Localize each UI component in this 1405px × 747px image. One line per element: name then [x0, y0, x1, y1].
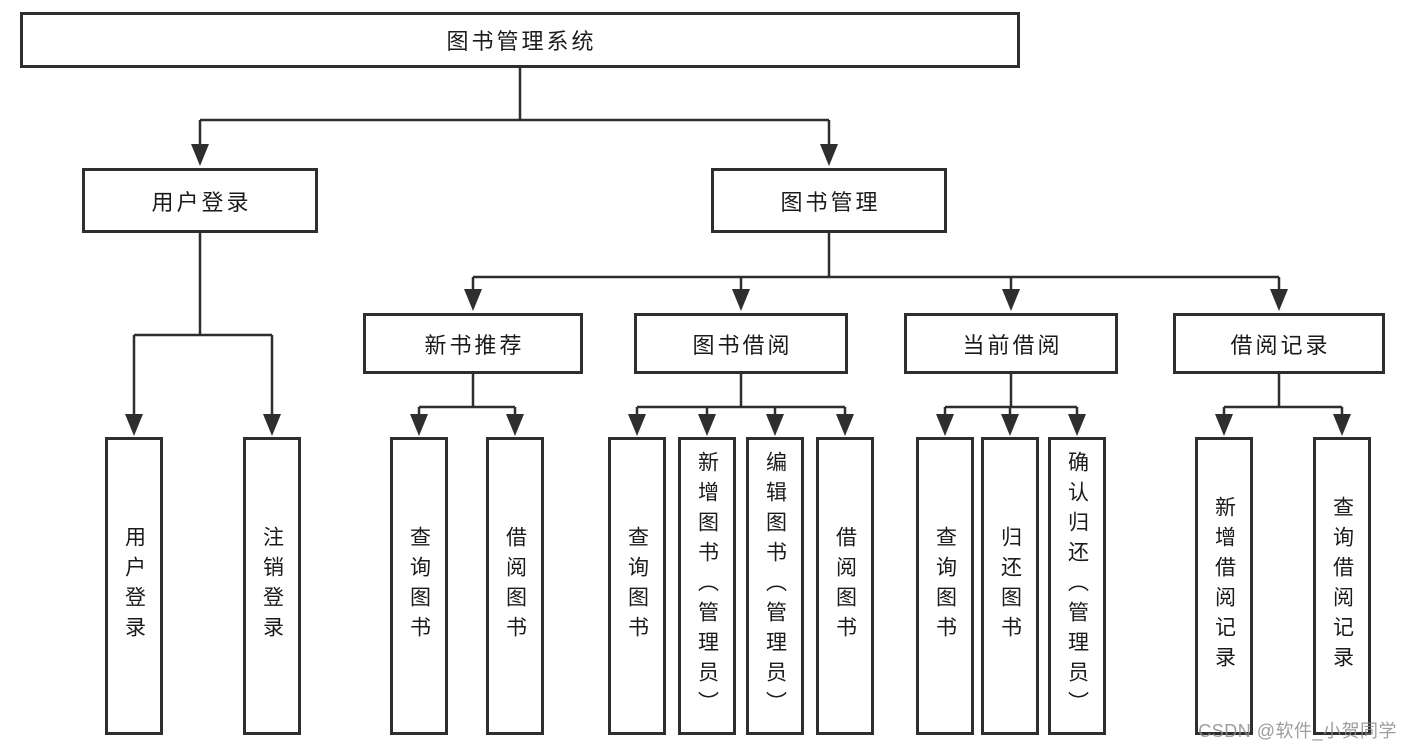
leaf-current-query-books: 查询图书 — [916, 437, 974, 735]
connector-user-login-to-leaves — [132, 233, 274, 416]
node-user-login: 用户登录 — [82, 168, 318, 233]
leaf-records-query-borrow-record: 查询借阅记录 — [1313, 437, 1371, 735]
leaf-current-return-books: 归还图书 — [981, 437, 1039, 735]
leaf-newbook-query-books: 查询图书 — [390, 437, 448, 735]
leaf-current-confirm-return-admin: 确认归还（管理员） — [1048, 437, 1106, 735]
leaf-logout: 注销登录 — [243, 437, 301, 735]
node-book-borrowing: 图书借阅 — [634, 313, 848, 374]
leaf-borrowing-edit-books-admin: 编辑图书（管理员） — [746, 437, 804, 735]
connector-new-book-rec-to-leaves — [417, 374, 517, 416]
leaf-records-add-borrow-record: 新增借阅记录 — [1195, 437, 1253, 735]
node-book-management: 图书管理 — [711, 168, 947, 233]
leaf-borrowing-borrow-books: 借阅图书 — [816, 437, 874, 735]
node-current-borrowing: 当前借阅 — [904, 313, 1118, 374]
arrowheads — [125, 144, 1351, 436]
connector-book-borrow-to-leaves — [635, 374, 847, 416]
connector-borrow-records-to-leaves — [1222, 374, 1344, 416]
connector-book-mgmt-to-level3 — [471, 233, 1281, 291]
leaf-borrowing-add-books-admin: 新增图书（管理员） — [678, 437, 736, 735]
connector-current-borrow-to-leaves — [943, 374, 1079, 416]
leaf-newbook-borrow-books: 借阅图书 — [486, 437, 544, 735]
connector-root-to-level2 — [198, 68, 831, 146]
csdn-watermark: CSDN @软件_小贺同学 — [1198, 721, 1397, 741]
node-root-library-management-system: 图书管理系统 — [20, 12, 1020, 68]
leaf-borrowing-query-books: 查询图书 — [608, 437, 666, 735]
node-new-book-recommendation: 新书推荐 — [363, 313, 583, 374]
leaf-user-login: 用户登录 — [105, 437, 163, 735]
node-borrowing-records: 借阅记录 — [1173, 313, 1385, 374]
